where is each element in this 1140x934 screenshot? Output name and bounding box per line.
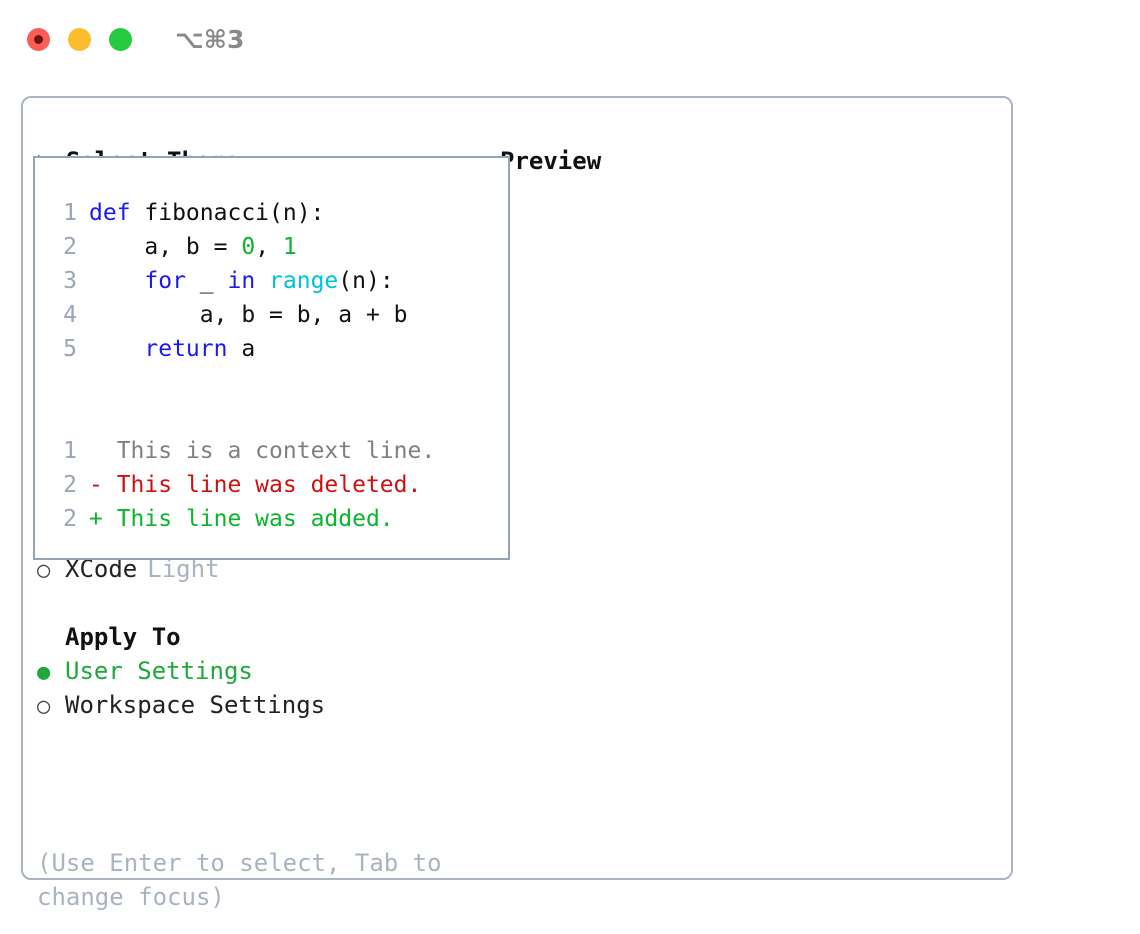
diff-line-number: 2	[63, 472, 77, 498]
radio-unselected-icon: ○	[37, 558, 51, 583]
code-token	[255, 268, 269, 294]
diff-marker: -	[89, 472, 103, 498]
code-line-number: 5	[63, 336, 77, 362]
apply-to-label: User Settings	[65, 657, 253, 685]
code-token: fibonacci(n):	[144, 200, 325, 226]
diff-line-number: 2	[63, 506, 77, 532]
preview-title: Preview	[500, 147, 602, 175]
code-token: range	[269, 268, 339, 294]
apply-to-option[interactable]: ○ Workspace Settings	[37, 688, 487, 722]
code-token: (n):	[338, 268, 394, 294]
keyboard-hint-text: (Use Enter to select, Tab to change focu…	[37, 849, 457, 911]
code-line-number: 2	[63, 234, 77, 260]
code-token: a, b =	[89, 234, 242, 260]
code-token: a	[227, 336, 256, 362]
apply-to-header: Apply To	[65, 623, 181, 651]
code-token: return	[144, 336, 228, 362]
code-line: 4 a, b = b, a + b	[49, 298, 508, 332]
code-line-number: 3	[63, 268, 77, 294]
diff-line: 2 + This line was added.	[49, 502, 508, 536]
apply-to-label: Workspace Settings	[65, 691, 326, 719]
diff-line: 1 This is a context line.	[49, 434, 508, 468]
code-line: 5 return a	[49, 332, 508, 366]
code-token	[89, 268, 144, 294]
diff-text: This line was deleted.	[102, 472, 422, 498]
content-panel: > Select Theme ○ANSIDark○Atom OneDark○Ay…	[21, 96, 1013, 911]
code-line: 1 def fibonacci(n):	[49, 196, 508, 230]
code-token: def	[89, 200, 145, 226]
traffic-light-group	[27, 27, 132, 51]
spacer	[37, 586, 487, 620]
code-line-number: 1	[63, 200, 77, 226]
code-token	[89, 336, 144, 362]
code-token: for	[144, 268, 186, 294]
code-line-number: 4	[63, 302, 77, 328]
code-token: 1	[282, 234, 297, 260]
diff-text: This line was added.	[102, 506, 394, 532]
diff-line: 2- This line was deleted.	[49, 468, 508, 502]
code-blank-line	[49, 366, 508, 400]
radio-selected-icon: ●	[37, 660, 51, 685]
code-token: ,	[255, 234, 283, 260]
diff-marker: +	[89, 506, 103, 532]
preview-pane: Preview	[500, 144, 1000, 178]
minimize-button-icon[interactable]	[68, 27, 91, 51]
code-blank-line	[49, 400, 508, 434]
code-line: 3 for _ in range(n):	[49, 264, 508, 298]
code-line: 2 a, b = 0, 1	[49, 230, 508, 264]
diff-text: This is a context line.	[102, 438, 436, 464]
code-token: _	[185, 268, 228, 294]
close-button-icon[interactable]	[27, 27, 50, 51]
apply-to-option[interactable]: ● User Settings	[37, 654, 487, 688]
code-token: 0	[241, 234, 256, 260]
maximize-button-icon[interactable]	[109, 27, 132, 51]
title-bar: ⌥⌘3	[0, 0, 1140, 78]
code-token: in	[227, 268, 256, 294]
radio-unselected-icon: ○	[37, 694, 51, 719]
window-title: ⌥⌘3	[175, 24, 245, 54]
apply-to-list: ● User Settings ○ Workspace Settings	[37, 654, 487, 722]
diff-marker	[89, 438, 103, 464]
code-token: a, b = b, a + b	[89, 302, 408, 328]
diff-line-number: 1	[63, 438, 77, 464]
